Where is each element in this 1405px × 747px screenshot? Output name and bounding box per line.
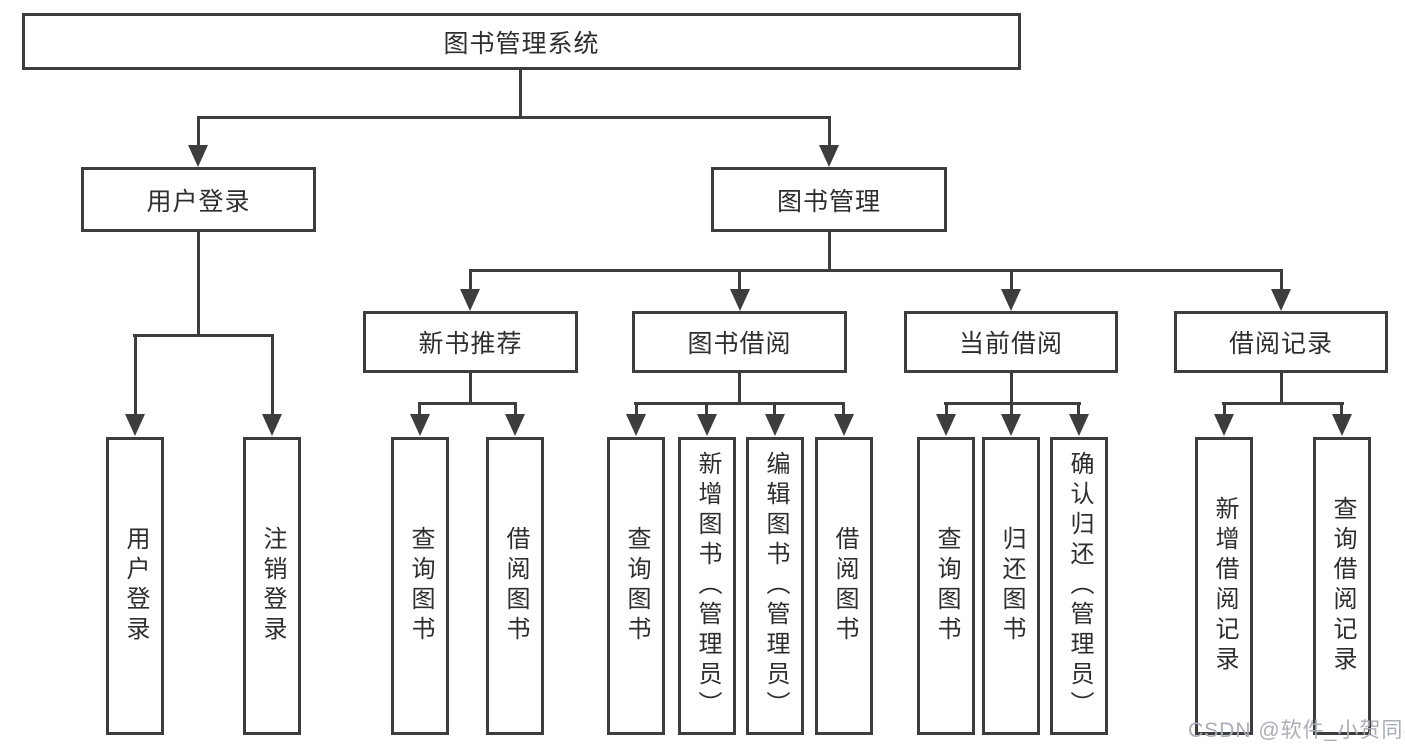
arrowhead-down-icon bbox=[819, 145, 839, 167]
arrowhead-down-icon bbox=[188, 145, 208, 167]
connector-line bbox=[197, 116, 200, 146]
connector-line bbox=[271, 334, 274, 415]
connector-line bbox=[134, 334, 137, 415]
connector-line bbox=[1010, 373, 1013, 404]
node-root-label: 图书管理系统 bbox=[443, 29, 600, 58]
leaf-borrow-add-books-admin: 新增图书（管理员） bbox=[678, 437, 736, 735]
connector-line bbox=[469, 269, 472, 291]
arrowhead-down-icon bbox=[697, 414, 717, 436]
connector-line bbox=[519, 70, 522, 118]
node-borrowing-records-label: 借阅记录 bbox=[1228, 330, 1333, 358]
arrowhead-down-icon bbox=[834, 414, 854, 436]
connector-line bbox=[1010, 402, 1013, 415]
leaf-records-add-borrow-record: 新增借阅记录 bbox=[1195, 437, 1253, 735]
leaf-current-confirm-return-admin: 确认归还（管理员） bbox=[1050, 437, 1108, 735]
connector-line bbox=[738, 373, 741, 404]
connector-line bbox=[945, 402, 948, 415]
node-new-book-recommendation-label: 新书推荐 bbox=[418, 330, 523, 358]
leaf-current-query-books: 查询图书 bbox=[917, 437, 975, 735]
connector-line bbox=[705, 402, 708, 415]
arrowhead-down-icon bbox=[730, 289, 750, 311]
leaf-logout-label: 注销登录 bbox=[259, 526, 286, 646]
node-current-borrowing: 当前借阅 bbox=[904, 311, 1118, 373]
leaf-borrow-borrow-books-label: 借阅图书 bbox=[831, 526, 858, 646]
leaf-borrow-query-books: 查询图书 bbox=[607, 437, 665, 735]
connector-line bbox=[1340, 402, 1343, 415]
arrowhead-down-icon bbox=[1001, 414, 1021, 436]
leaf-records-query-borrow-record: 查询借阅记录 bbox=[1313, 437, 1371, 735]
leaf-user-login: 用户登录 bbox=[106, 437, 164, 735]
leaf-current-confirm-return-admin-label: 确认归还（管理员） bbox=[1066, 451, 1093, 721]
leaf-user-login-label: 用户登录 bbox=[122, 526, 149, 646]
csdn-watermark: CSDN @软件_小贺同学 bbox=[1188, 719, 1405, 742]
connector-line bbox=[738, 269, 741, 291]
leaf-recommend-borrow-books-label: 借阅图书 bbox=[502, 526, 529, 646]
leaf-logout: 注销登录 bbox=[243, 437, 301, 735]
leaf-current-return-books: 归还图书 bbox=[982, 437, 1040, 735]
connector-line bbox=[133, 334, 274, 337]
arrowhead-down-icon bbox=[125, 414, 145, 436]
connector-line bbox=[828, 232, 831, 272]
node-user-login: 用户登录 bbox=[81, 167, 316, 232]
leaf-borrow-edit-books-admin: 编辑图书（管理员） bbox=[746, 437, 804, 735]
arrowhead-down-icon bbox=[1214, 414, 1234, 436]
arrowhead-down-icon bbox=[1332, 414, 1352, 436]
node-borrowing-records: 借阅记录 bbox=[1174, 311, 1388, 373]
connector-line bbox=[1222, 402, 1344, 405]
connector-line bbox=[828, 116, 831, 146]
leaf-current-return-books-label: 归还图书 bbox=[998, 526, 1025, 646]
arrowhead-down-icon bbox=[1069, 414, 1089, 436]
node-current-borrowing-label: 当前借阅 bbox=[958, 330, 1063, 358]
connector-line bbox=[1280, 269, 1283, 291]
connector-line bbox=[469, 269, 1283, 272]
arrowhead-down-icon bbox=[1001, 289, 1021, 311]
node-book-management: 图书管理 bbox=[711, 167, 947, 232]
connector-line bbox=[1223, 402, 1226, 415]
node-book-borrowing: 图书借阅 bbox=[632, 311, 847, 373]
leaf-recommend-borrow-books: 借阅图书 bbox=[486, 437, 544, 735]
leaf-recommend-query-books: 查询图书 bbox=[391, 437, 449, 735]
connector-line bbox=[469, 373, 472, 404]
connector-line bbox=[1010, 269, 1013, 291]
arrowhead-down-icon bbox=[262, 414, 282, 436]
connector-line bbox=[418, 402, 421, 415]
leaf-borrow-query-books-label: 查询图书 bbox=[623, 526, 650, 646]
arrowhead-down-icon bbox=[936, 414, 956, 436]
connector-line bbox=[1077, 402, 1080, 415]
connector-line bbox=[1280, 373, 1283, 404]
connector-line bbox=[635, 402, 638, 415]
connector-line bbox=[197, 116, 831, 119]
connector-line bbox=[842, 402, 845, 415]
leaf-borrow-add-books-admin-label: 新增图书（管理员） bbox=[694, 451, 721, 721]
arrowhead-down-icon bbox=[460, 289, 480, 311]
leaf-recommend-query-books-label: 查询图书 bbox=[407, 526, 434, 646]
connector-line bbox=[773, 402, 776, 415]
leaf-borrow-borrow-books: 借阅图书 bbox=[815, 437, 873, 735]
leaf-borrow-edit-books-admin-label: 编辑图书（管理员） bbox=[762, 451, 789, 721]
arrowhead-down-icon bbox=[505, 414, 525, 436]
node-root: 图书管理系统 bbox=[22, 13, 1021, 70]
connector-line bbox=[418, 402, 517, 405]
node-new-book-recommendation: 新书推荐 bbox=[363, 311, 578, 373]
node-book-borrowing-label: 图书借阅 bbox=[687, 330, 792, 358]
connector-line bbox=[197, 232, 200, 337]
arrowhead-down-icon bbox=[410, 414, 430, 436]
connector-line bbox=[634, 402, 845, 405]
arrowhead-down-icon bbox=[626, 414, 646, 436]
arrowhead-down-icon bbox=[765, 414, 785, 436]
node-book-management-label: 图书管理 bbox=[776, 187, 881, 216]
arrowhead-down-icon bbox=[1271, 289, 1291, 311]
leaf-current-query-books-label: 查询图书 bbox=[933, 526, 960, 646]
connector-line bbox=[514, 402, 517, 415]
node-user-login-label: 用户登录 bbox=[146, 187, 251, 216]
leaf-records-query-borrow-record-label: 查询借阅记录 bbox=[1329, 496, 1356, 676]
leaf-records-add-borrow-record-label: 新增借阅记录 bbox=[1211, 496, 1238, 676]
